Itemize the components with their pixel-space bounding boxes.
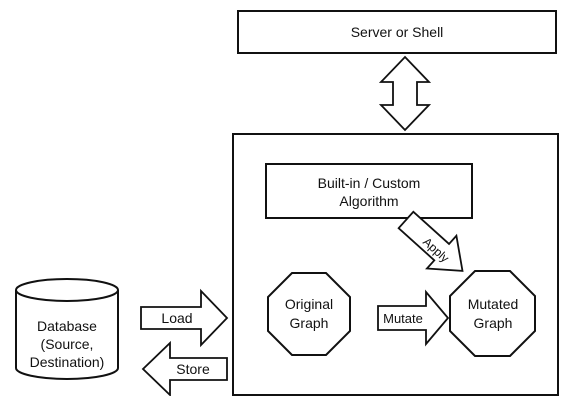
mutate-arrow: Mutate — [377, 289, 450, 347]
store-arrow: Store — [141, 340, 228, 396]
database-node: Database (Source, Destination) — [15, 278, 119, 380]
original-graph-label-line1: Original — [285, 296, 333, 312]
algorithm-node: Built-in / Custom Algorithm — [265, 163, 473, 219]
database-label-line2: (Source, — [41, 336, 94, 352]
store-arrow-label: Store — [176, 361, 210, 377]
load-arrow: Load — [140, 288, 229, 348]
load-arrow-label: Load — [161, 310, 192, 326]
mutated-graph-label-line1: Mutated — [468, 296, 519, 312]
original-graph-label-line2: Graph — [290, 315, 329, 331]
database-label-line3: Destination) — [30, 354, 105, 370]
server-engine-double-arrow — [378, 55, 432, 132]
mutate-arrow-label: Mutate — [383, 311, 423, 326]
original-graph-node: Original Graph — [267, 272, 351, 356]
database-label-line1: Database — [37, 318, 97, 334]
algorithm-label-line2: Algorithm — [339, 193, 398, 209]
algorithm-label-line1: Built-in / Custom — [318, 175, 421, 191]
server-shell-node: Server or Shell — [237, 10, 557, 54]
server-shell-label: Server or Shell — [351, 24, 444, 40]
mutated-graph-label-line2: Graph — [474, 315, 513, 331]
mutated-graph-node: Mutated Graph — [449, 270, 536, 357]
